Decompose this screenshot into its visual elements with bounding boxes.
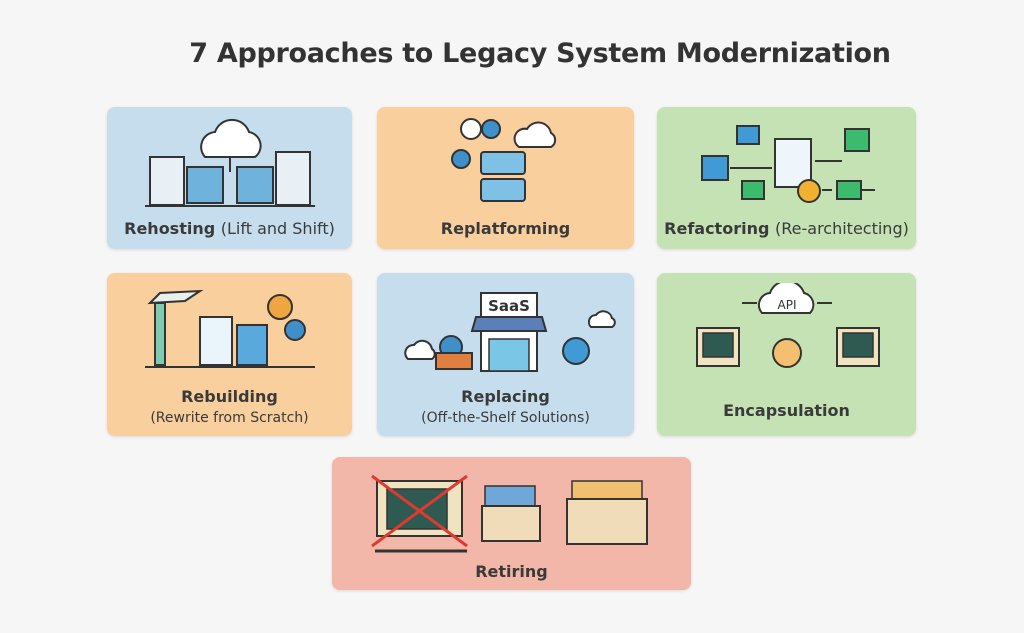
cloud-servers-icon xyxy=(144,118,315,207)
card-rehosting: Rehosting (Lift and Shift) xyxy=(107,107,352,249)
saas-store-icon: SaaS xyxy=(403,292,616,372)
card-title: Encapsulation xyxy=(723,401,850,420)
card-subtitle: (Re-architecting) xyxy=(775,219,909,238)
card-subtitle: (Lift and Shift) xyxy=(220,219,335,238)
page-title: 7 Approaches to Legacy System Modernizat… xyxy=(189,38,891,69)
card-replacing: SaaS Replacing (Off-the-Shelf Solutions) xyxy=(377,273,634,436)
card-refactoring: Refactoring (Re-architecting) xyxy=(657,107,916,249)
api-cloud-computers-icon: API xyxy=(695,283,880,368)
cloud-gear-database-icon xyxy=(450,118,556,202)
card-title: Retiring xyxy=(475,562,548,581)
card-replatforming: Replatforming xyxy=(377,107,634,249)
card-retiring: Retiring xyxy=(332,457,691,590)
api-label: API xyxy=(777,298,796,312)
code-flow-icon xyxy=(700,125,875,203)
card-title: Replatforming xyxy=(440,219,571,238)
saas-sign: SaaS xyxy=(488,297,530,315)
card-rebuilding: Rebuilding (Rewrite from Scratch) xyxy=(107,273,352,436)
card-title: Replacing xyxy=(461,387,550,406)
card-title: Refactoring xyxy=(664,219,770,238)
card-subtitle: (Rewrite from Scratch) xyxy=(150,410,309,426)
crane-building-icon xyxy=(144,289,315,368)
card-title: Rehosting xyxy=(124,219,216,238)
card-subtitle: (Off-the-Shelf Solutions) xyxy=(421,410,590,426)
crossed-computer-archive-icon xyxy=(370,474,648,553)
card-encapsulation: API Encapsulation xyxy=(657,273,916,436)
card-title: Rebuilding xyxy=(181,387,278,406)
